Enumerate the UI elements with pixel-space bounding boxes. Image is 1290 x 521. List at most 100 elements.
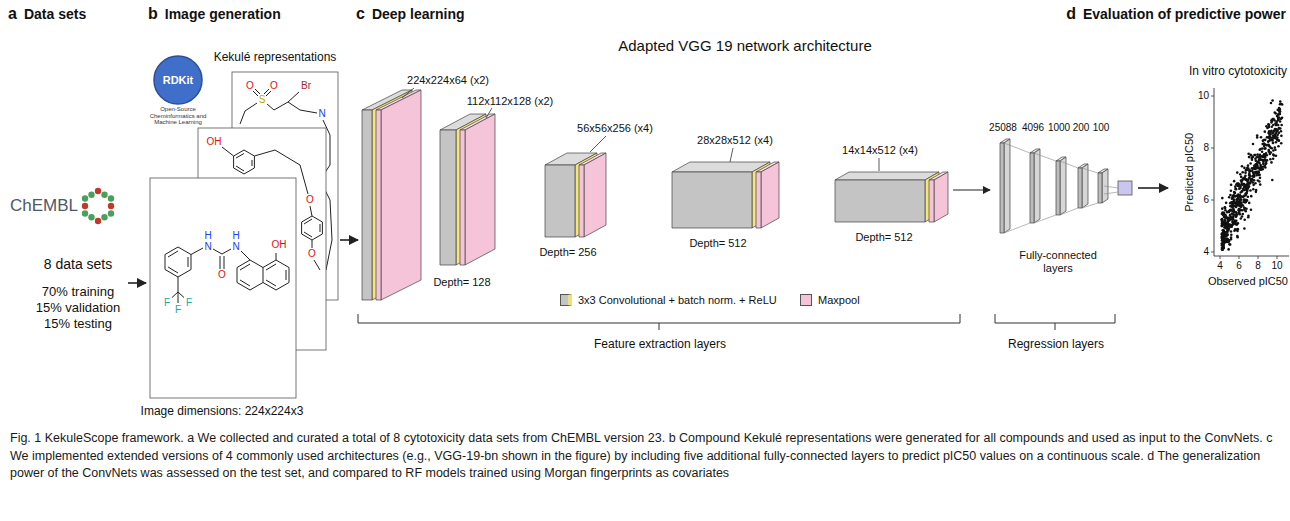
data-point [1248,202,1251,205]
split-text: 15% validation [36,301,121,316]
data-point [1228,196,1231,199]
data-point [1232,213,1235,216]
data-point [1278,108,1281,111]
data-point [1236,184,1239,187]
data-point [1230,225,1233,228]
data-point [1234,228,1237,231]
layer-block [579,153,606,237]
data-point [1232,194,1235,197]
depth-label: Depth= 256 [539,246,596,259]
block-face [376,110,381,300]
data-point [1247,179,1250,182]
data-point [1244,171,1247,174]
tick-label: 6 [1203,194,1209,206]
block-face [761,162,779,228]
atom-label: O [270,80,278,92]
atom-label: OH [272,239,287,251]
layer-size: 56x56x256 (x4) [577,122,653,135]
atom-label: N [204,241,211,253]
data-point [1243,227,1246,230]
data-point [1253,154,1256,157]
split-text: 15% testing [44,317,112,332]
layer-width: 4096 [1022,122,1044,134]
data-point [1245,192,1248,195]
layer-size: 28x28x512 (x4) [697,134,773,147]
data-point [1275,120,1278,123]
architecture-title: Adapted VGG 19 network architecture [618,37,871,54]
data-point [1236,235,1239,238]
data-point [1257,174,1260,177]
data-point [1221,218,1224,221]
data-point [1276,133,1279,136]
tick-label: 10 [1271,260,1282,272]
data-point [1245,169,1248,172]
data-point [1271,99,1274,102]
chembl-logo [82,188,114,224]
data-point [1252,175,1255,178]
logo-dot [88,192,94,198]
data-point [1243,218,1246,221]
data-point [1224,207,1227,210]
layer-size: 112x112x128 (x2) [467,95,553,108]
data-point [1275,128,1278,131]
panel-heading: aData sets [8,5,86,23]
data-point [1225,202,1228,205]
legend-text: Maxpool [818,294,860,307]
data-point [1273,154,1276,157]
data-point [1262,166,1265,169]
data-point [1270,102,1273,105]
data-point [1230,225,1233,228]
data-point [1264,158,1267,161]
data-point [1228,240,1231,243]
data-point [1248,174,1251,177]
data-point [1222,235,1225,238]
data-point [1235,204,1238,207]
atom-label: O [308,248,316,260]
data-point [1230,217,1233,220]
flow-arrow [128,282,146,284]
tick-label: 8 [1255,260,1261,272]
data-point [1223,231,1226,234]
data-point [1269,158,1272,161]
data-point [1273,146,1276,149]
flow-arrow [340,239,358,241]
data-point [1246,179,1249,182]
panel-letter: a [8,5,17,22]
atom-label: F [186,297,192,309]
data-point [1267,144,1270,147]
data-point [1234,185,1237,188]
data-point [1242,196,1245,199]
data-point [1258,148,1261,151]
data-point [1228,243,1231,246]
data-point [1221,218,1224,221]
logo-text: ChEMBL [10,196,78,216]
figure-caption: Fig. 1 KekuleScope framework. a We colle… [10,430,1278,483]
tick [1211,200,1214,201]
atom-label: O [306,194,314,206]
data-point [1237,228,1240,231]
data-point [1258,167,1261,170]
logo-dot [108,195,114,201]
data-point [1234,192,1237,195]
legend-swatch [800,294,812,306]
tick [1220,256,1221,259]
logo-dot [88,214,94,220]
data-point [1246,199,1249,202]
data-point [1274,149,1277,152]
data-point [1252,174,1255,177]
data-point [1222,220,1225,223]
scatter-points [1221,99,1284,250]
layer-block [672,162,770,228]
data-point [1233,191,1236,194]
data-point [1233,191,1236,194]
panel-title: Image generation [165,6,281,22]
data-point [1226,211,1229,214]
block-face [1098,173,1102,203]
data-point [1279,120,1282,123]
data-point [1247,183,1250,186]
layer-group-label: Fully-connected layers [1008,249,1108,274]
logo-dot [82,195,88,201]
block-face [440,130,456,265]
data-point [1248,174,1251,177]
data-point [1229,218,1232,221]
